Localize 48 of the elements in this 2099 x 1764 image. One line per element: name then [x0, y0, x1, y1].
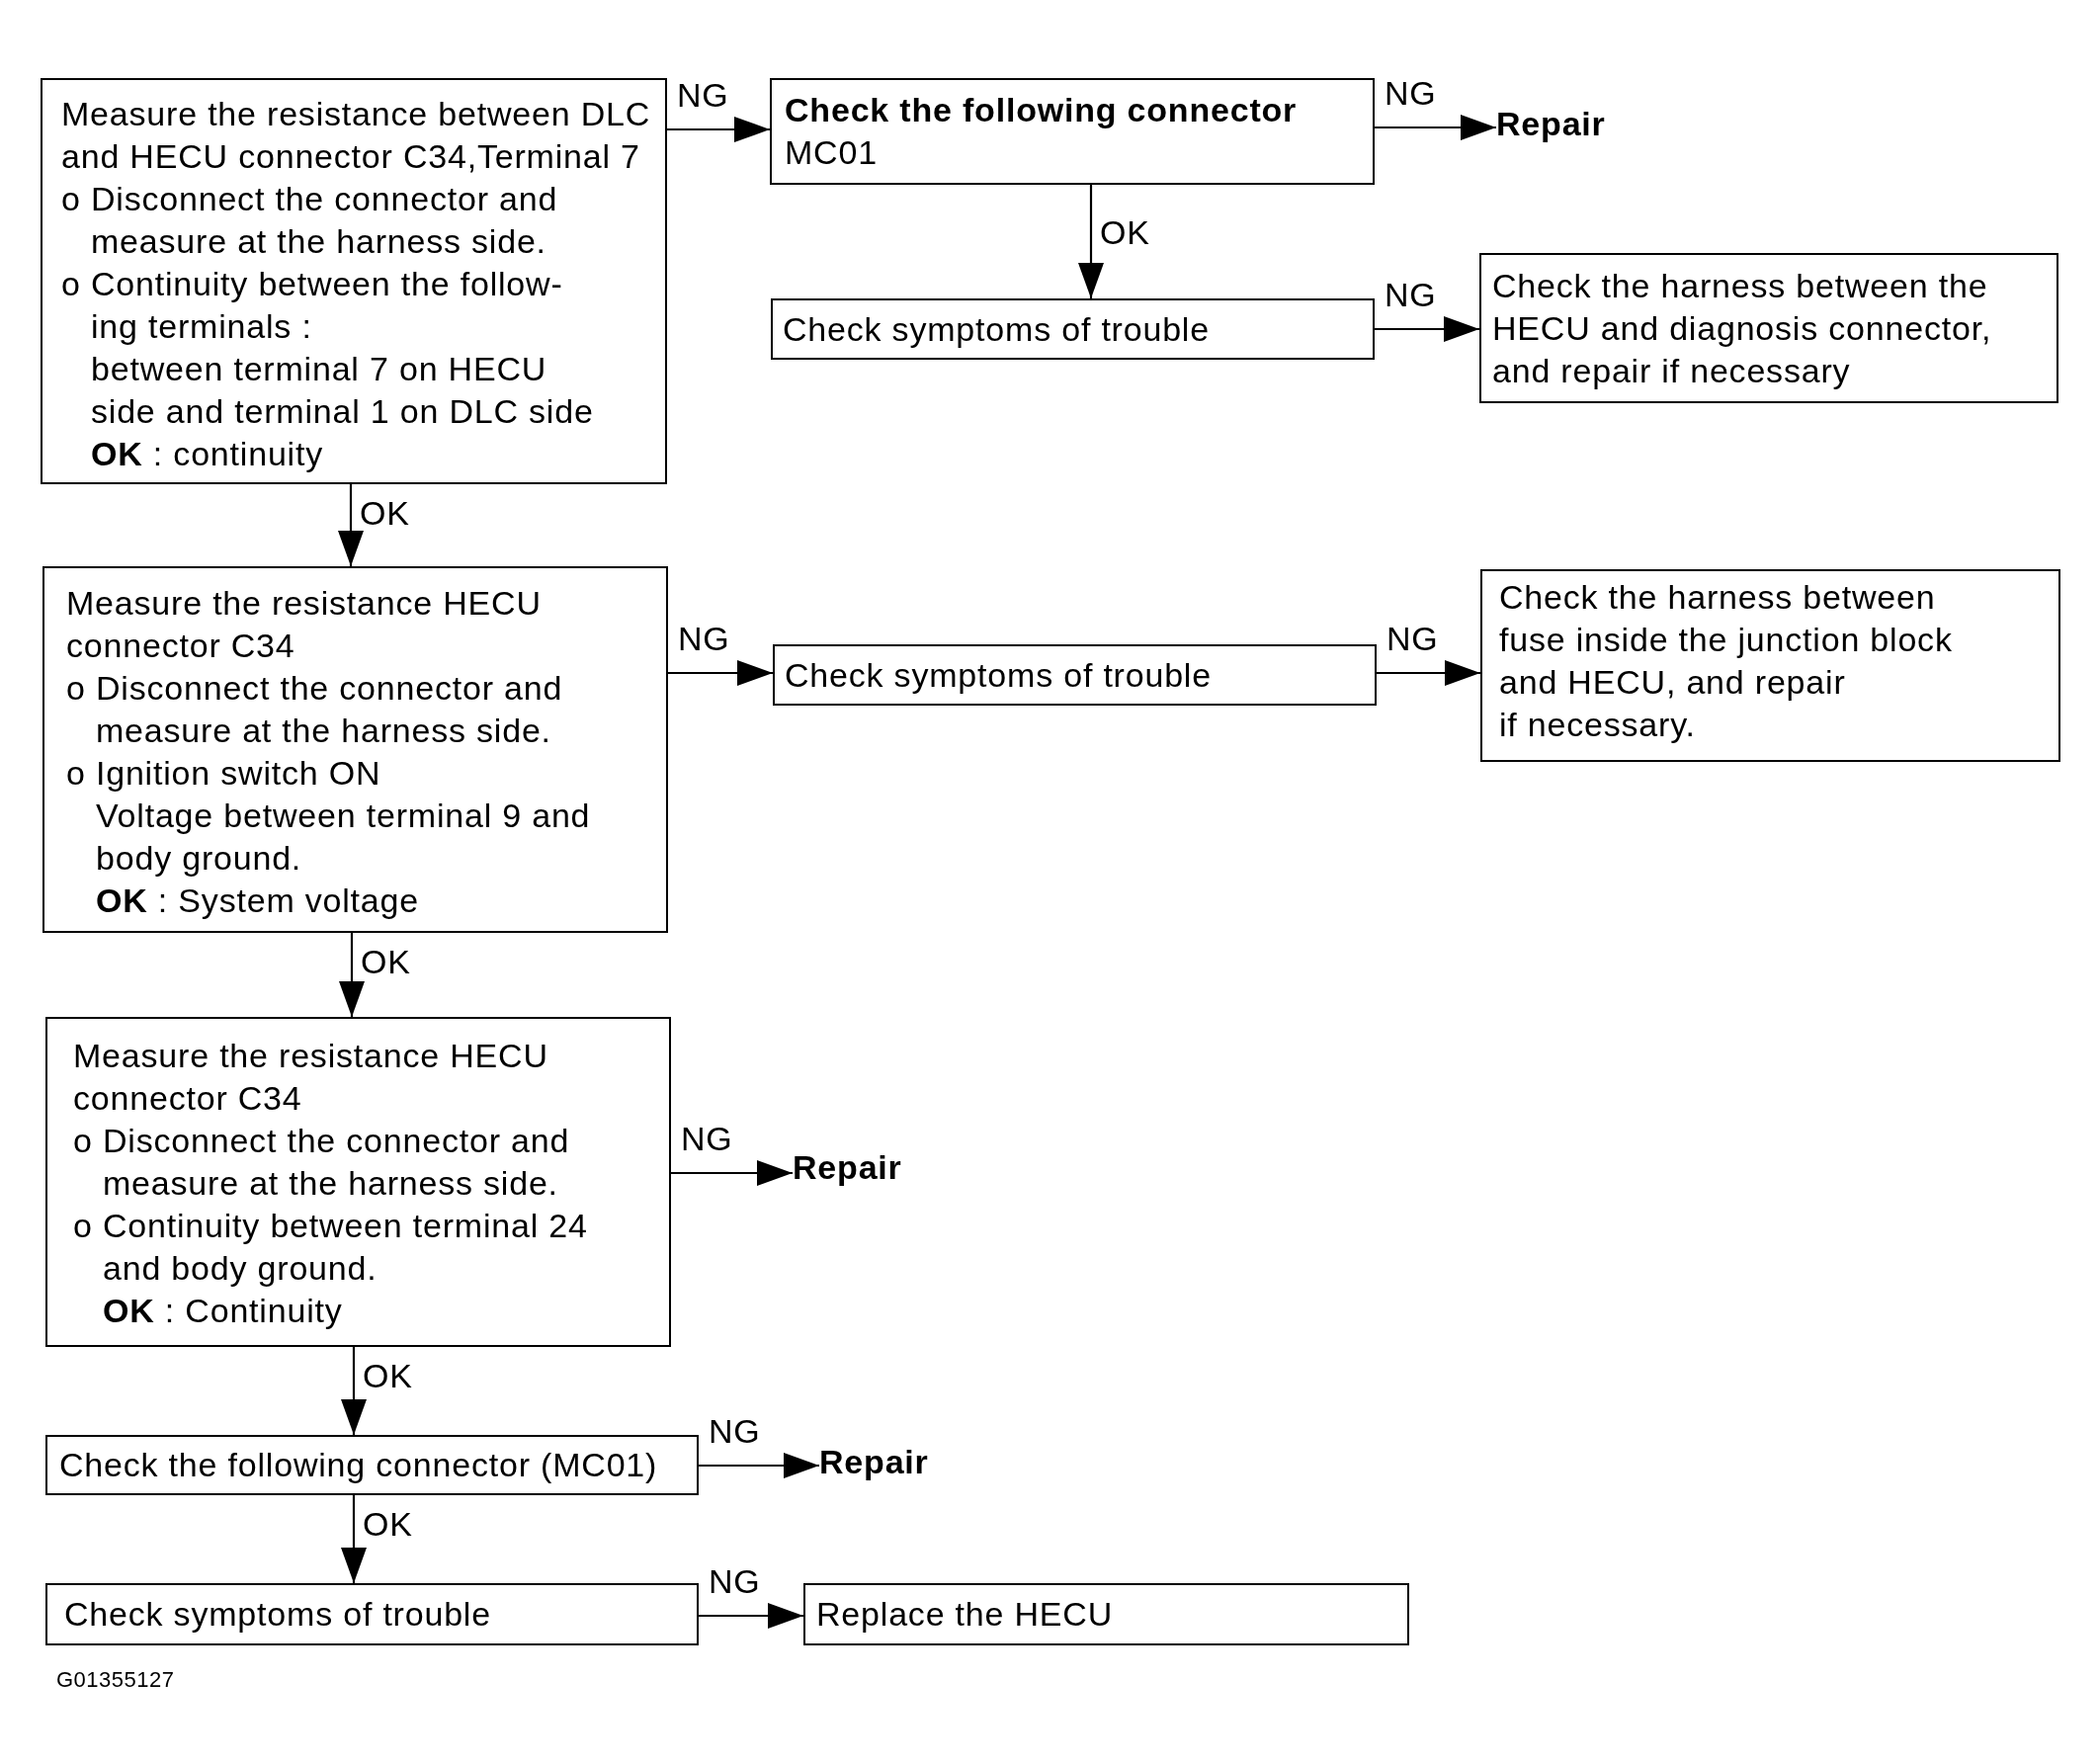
step-text: Replace the HECU — [816, 1594, 1115, 1635]
step-detail: MC01 — [785, 132, 879, 173]
step-detail: between terminal 7 on HECU side and terminal 1 on DLC side — [90, 349, 595, 432]
flow-arrow — [341, 1347, 367, 1435]
process-box — [45, 1435, 699, 1495]
step-detail: o Ignition switch ON — [66, 753, 382, 794]
flow-arrow — [1375, 115, 1496, 140]
process-box — [42, 566, 668, 933]
step-text: Check symptoms of trouble — [785, 655, 1213, 696]
flow-arrow — [699, 1603, 803, 1629]
step-text: Check the harness between fuse inside the junction block and HECU, and repair if necessary. — [1499, 577, 1954, 745]
flow-arrow — [338, 484, 364, 566]
flow-arrow — [668, 660, 773, 686]
process-box — [45, 1017, 671, 1347]
step-detail: o Disconnect the connector and measure at the harness side. — [66, 668, 564, 751]
step-detail: Voltage between terminal 9 and body ground. — [95, 796, 592, 879]
step-text: Check symptoms of trouble — [783, 309, 1211, 350]
flow-arrow — [1375, 316, 1479, 342]
step-text: Check the harness between the HECU and diagnosis connector, and repair if necessary — [1492, 266, 1993, 391]
step-detail: o Continuity between the follow- ing terminals : — [61, 264, 564, 347]
process-box — [770, 78, 1375, 185]
flow-arrow — [671, 1160, 793, 1186]
process-box — [1480, 569, 2060, 762]
flow-arrow — [1078, 185, 1104, 298]
step-detail: OK : continuity — [90, 434, 324, 474]
flow-arrow — [341, 1495, 367, 1583]
step-detail: o Disconnect the connector and measure at the harness side. — [73, 1121, 571, 1204]
process-box — [1479, 253, 2058, 403]
step-text: Check symptoms of trouble — [64, 1594, 492, 1635]
result-text: Repair — [819, 1441, 929, 1483]
result-text: Repair — [793, 1146, 902, 1189]
step-detail: o Disconnect the connector and measure at the harness side. — [61, 179, 559, 262]
process-box — [803, 1583, 1409, 1645]
step-heading: Check the following connector — [785, 90, 1299, 130]
step-detail: OK : Continuity — [102, 1291, 344, 1331]
flow-arrow — [699, 1453, 819, 1478]
result-text: Repair — [1496, 103, 1606, 145]
figure-code: G01355127 — [56, 1669, 175, 1691]
flow-arrow — [339, 933, 365, 1017]
step-text: Check the following connector (MC01) — [59, 1445, 659, 1485]
process-box — [45, 1583, 699, 1645]
step-detail: o Continuity between terminal 24 and body ground. — [73, 1206, 589, 1289]
flow-arrow — [667, 117, 770, 142]
flow-arrow — [1377, 660, 1480, 686]
process-box — [41, 78, 667, 484]
process-box — [771, 298, 1375, 360]
process-box — [773, 644, 1377, 706]
step-detail: OK : System voltage — [95, 881, 420, 921]
